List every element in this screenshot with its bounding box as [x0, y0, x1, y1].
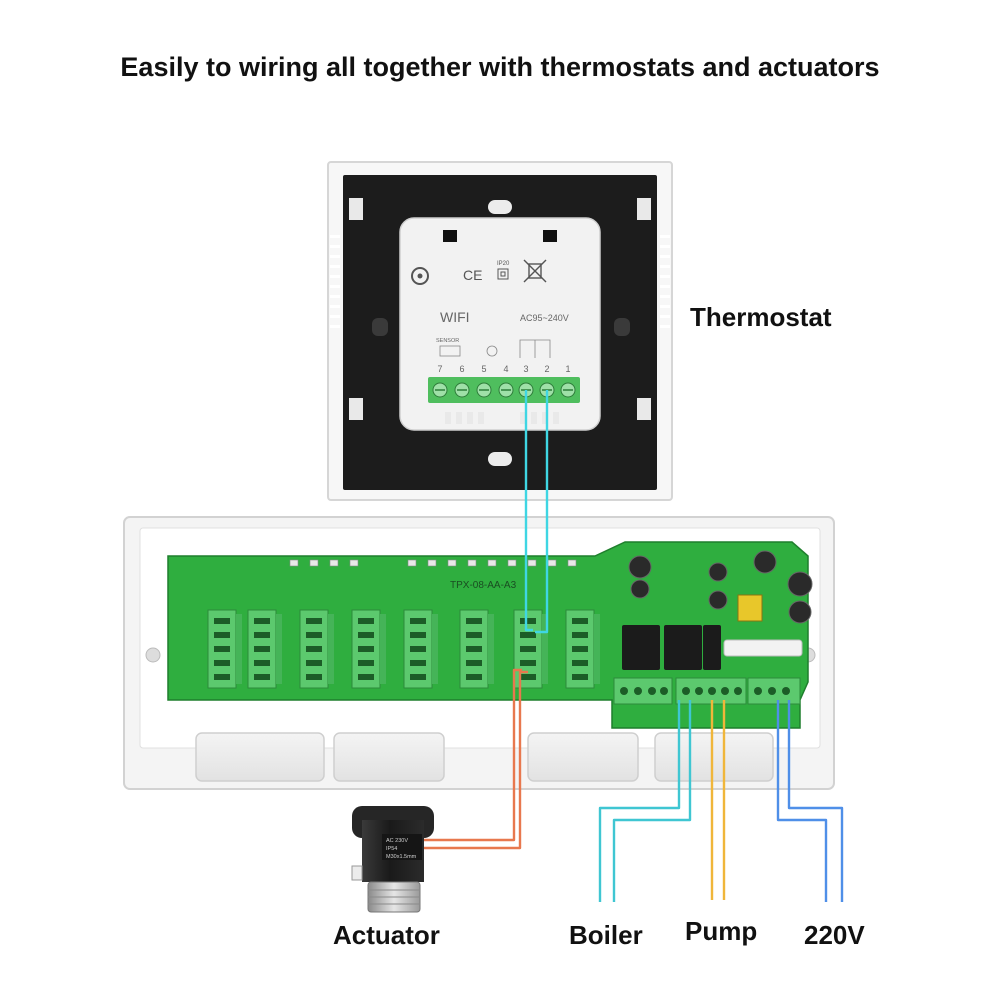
actuator-print: AC 230V	[386, 838, 408, 844]
terminal-number: 5	[481, 364, 486, 374]
label-220v: 220V	[804, 920, 865, 950]
ip-rating: IP20	[497, 261, 510, 267]
fan-icon	[411, 267, 429, 285]
power-wire	[787, 700, 844, 902]
headline: Easily to wiring all together with therm…	[120, 52, 880, 82]
thermostat-clip	[637, 398, 651, 420]
thermostat-clip	[349, 198, 363, 220]
fuse	[723, 639, 803, 657]
thermostat-wire	[535, 390, 549, 634]
actuator-wire	[418, 670, 528, 850]
terminal-screw-holes	[214, 618, 588, 680]
terminal-number: 4	[503, 364, 508, 374]
voltage-label: AC95~240V	[520, 313, 569, 323]
actuator-wire	[418, 668, 522, 842]
thermostat-vents	[330, 235, 670, 328]
valve-terminal-block	[613, 677, 673, 705]
sensor-label: SENSOR	[436, 338, 459, 344]
label-actuator: Actuator	[333, 920, 440, 950]
relays	[622, 625, 721, 670]
wifi-label: WIFI	[440, 309, 470, 325]
thermostat-screw-slot	[488, 200, 512, 214]
mount-screw	[145, 647, 161, 663]
thermostat-clip	[349, 398, 363, 420]
capacitors	[628, 550, 813, 624]
thermostat-slot	[443, 230, 457, 242]
transformer	[737, 594, 763, 622]
thermostat-slot	[543, 230, 557, 242]
boiler-wire	[612, 700, 692, 902]
label-boiler: Boiler	[569, 920, 643, 950]
thermostat-vent-bars	[445, 412, 559, 424]
thermostat-mount-hole	[372, 318, 388, 336]
actuator-device: AC 230V IP54 M30x1.5mm	[351, 806, 434, 913]
terminal-numbers: 7 6 5 4 3 2 1	[437, 364, 570, 374]
boiler-wire	[598, 700, 681, 902]
model-label: TPX-08-AA-A3	[450, 580, 517, 591]
terminal-number: 1	[565, 364, 570, 374]
thermostat-screw-slot	[488, 452, 512, 466]
cable-knockouts	[195, 732, 774, 782]
terminal-number: 2	[544, 364, 549, 374]
fan-icon-center	[417, 273, 423, 279]
thermostat-wire	[524, 390, 533, 632]
label-pump: Pump	[685, 916, 758, 946]
actuator-print: IP54	[386, 846, 397, 852]
thermostat-mount-hole	[614, 318, 630, 336]
terminal-number: 3	[523, 364, 528, 374]
weee-bin-icon	[523, 259, 547, 283]
ce-mark: CE	[463, 267, 482, 283]
thermostat-back: CE IP20 WIFI AC95~240V SENSOR 7 6 5 4 3 …	[327, 161, 673, 501]
terminal-number: 6	[459, 364, 464, 374]
wires	[418, 390, 844, 902]
label-thermostat: Thermostat	[690, 302, 832, 332]
wiring-schematic	[439, 339, 551, 358]
status-leds	[289, 559, 577, 567]
thermostat-clip	[637, 198, 651, 220]
wiring-centre: TPX-08-AA-A3	[123, 516, 835, 790]
power-wire	[776, 700, 828, 902]
terminal-number: 7	[437, 364, 442, 374]
double-insulation-icon	[497, 268, 509, 280]
actuator-print: M30x1.5mm	[386, 854, 417, 860]
actuator-cable-gland	[351, 865, 363, 881]
